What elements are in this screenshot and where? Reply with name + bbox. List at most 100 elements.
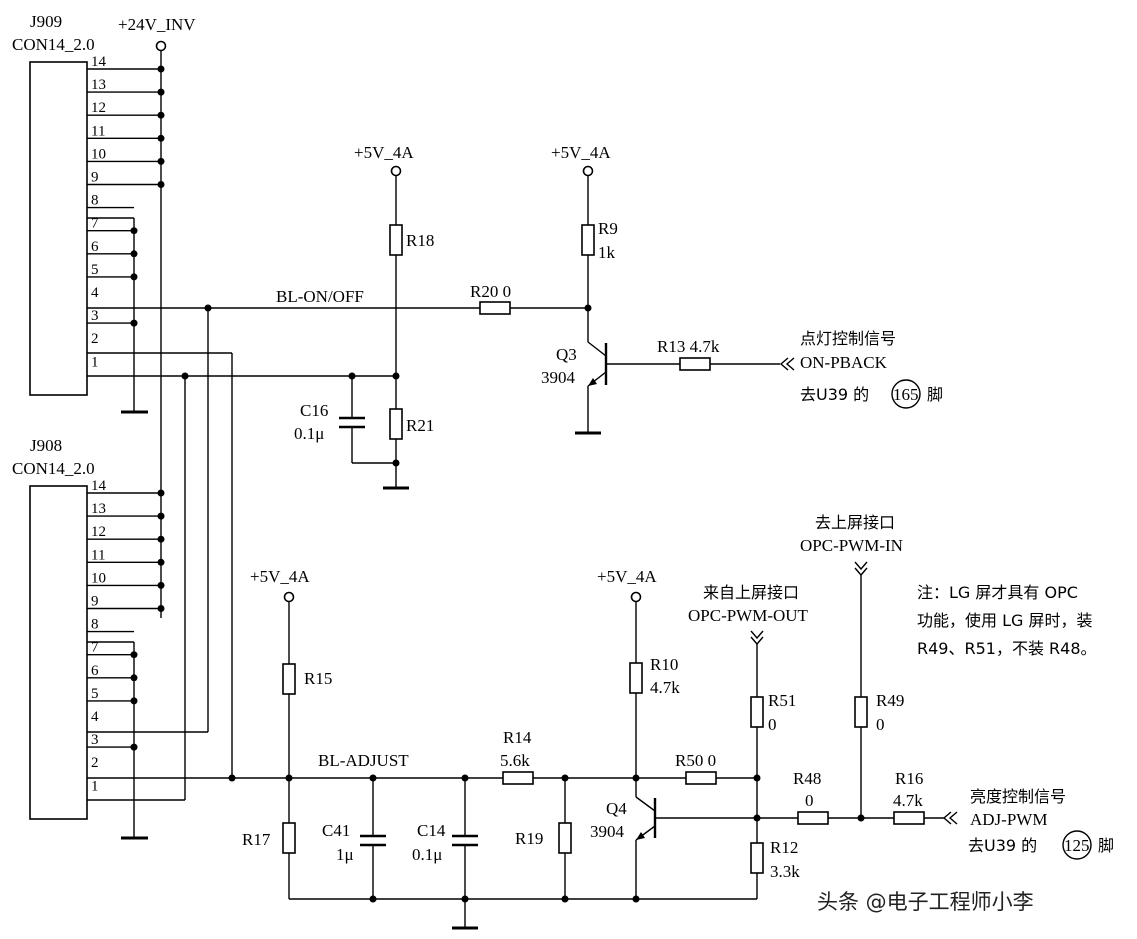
onpback-name: ON-PBACK xyxy=(800,353,888,372)
cross-wires xyxy=(87,307,503,801)
resistor-r10 xyxy=(629,662,643,694)
r49-value: 0 xyxy=(876,715,885,734)
j909-pin-label: 8 xyxy=(91,193,99,209)
resistor-r18 xyxy=(389,224,403,256)
junction-dot xyxy=(753,814,761,822)
j908-pin-label: 2 xyxy=(91,755,99,771)
resistor-r15 xyxy=(282,663,296,695)
junction-dot xyxy=(285,774,293,782)
junction-dot xyxy=(348,372,356,380)
bl-adjust-label: BL-ADJUST xyxy=(318,751,409,770)
r10-value: 4.7k xyxy=(650,678,680,697)
j908-pin-label: 12 xyxy=(91,524,106,540)
r12-ref: R12 xyxy=(770,838,798,857)
c16-value: 0.1μ xyxy=(294,424,324,443)
adjpwm-dest-prefix: 去U39 的 xyxy=(968,836,1037,855)
j909-pin-label: 12 xyxy=(91,100,106,116)
j908-ref: J908 xyxy=(30,436,62,455)
junction-dot xyxy=(181,372,189,380)
r51-ref: R51 xyxy=(768,691,796,710)
j908-type: CON14_2.0 xyxy=(12,459,95,478)
opc-in-arrow-1 xyxy=(854,561,868,571)
resistor-r16 xyxy=(893,811,925,825)
r10-supply-label: +5V_4A xyxy=(597,567,657,586)
r9-supply-label: +5V_4A xyxy=(551,143,611,162)
c14-ref: C14 xyxy=(417,821,446,840)
onpback-dest-prefix: 去U39 的 xyxy=(800,385,869,404)
c16-ref: C16 xyxy=(300,401,328,420)
adjpwm-cn-label: 亮度控制信号 xyxy=(970,787,1066,806)
j909-pin-label: 7 xyxy=(91,216,99,232)
q3-section: R20 0 +5V_4A R9 1k Q3 3904 R13 4.7k 点灯控制… xyxy=(470,143,943,435)
onpback-cn-label: 点灯控制信号 xyxy=(800,329,896,348)
opc-in-cn-label: 去上屏接口 xyxy=(815,513,895,532)
junction-dot xyxy=(369,774,377,782)
j908-pin-label: 9 xyxy=(91,594,99,610)
resistor-r17 xyxy=(282,822,296,854)
j908-pin-label: 5 xyxy=(91,686,99,702)
note-block: 注：LG 屏才具有 OPC 功能，使用 LG 屏时，装 R49、R51，不装 R… xyxy=(917,583,1097,658)
r16-value: 4.7k xyxy=(893,791,923,810)
c41-ref: C41 xyxy=(322,821,350,840)
j908-pin-label: 11 xyxy=(91,547,105,563)
junction-dot xyxy=(228,774,236,782)
resistor-r19 xyxy=(558,822,572,854)
r10-ref: R10 xyxy=(650,655,678,674)
j908-pin-label: 6 xyxy=(91,663,99,679)
onpback-dest-suffix: 脚 xyxy=(927,385,943,404)
junction-dot xyxy=(369,895,377,903)
r50-ref: R50 0 xyxy=(675,751,716,770)
junction-dot xyxy=(204,304,212,312)
junction-dot xyxy=(461,774,469,782)
j909-pin-label: 6 xyxy=(91,239,99,255)
opc-out-name: OPC-PWM-OUT xyxy=(688,606,809,625)
r12-value: 3.3k xyxy=(770,862,800,881)
c41-value: 1μ xyxy=(336,845,354,864)
q3-value: 3904 xyxy=(541,368,576,387)
q4-emitter-arrow xyxy=(636,832,645,840)
j909-type: CON14_2.0 xyxy=(12,35,95,54)
junction-dot xyxy=(632,774,640,782)
j909-ground-bus xyxy=(87,217,148,414)
transistor-q3 xyxy=(587,341,680,387)
r14-ref: R14 xyxy=(503,728,532,747)
r18-ref: R18 xyxy=(406,231,434,250)
j908-pin-label: 3 xyxy=(91,732,99,748)
adjpwm-pin: 125 xyxy=(1064,836,1090,855)
onpback-pin: 165 xyxy=(893,385,919,404)
resistor-r13 xyxy=(679,357,711,371)
j909-ref: J909 xyxy=(30,12,62,31)
j908-pin-label: 10 xyxy=(91,570,106,586)
junction-dot xyxy=(461,895,469,903)
onpback-pin-circle xyxy=(891,379,921,409)
note-line-2: 功能，使用 LG 屏时，装 xyxy=(917,611,1093,630)
adjpwm-pin-circle xyxy=(1062,830,1092,860)
junction-dot xyxy=(584,304,592,312)
j909-pin-label: 2 xyxy=(91,331,99,347)
r18-r21-c16-section: +5V_4A R18 R21 C16 0.1μ BL-ON/OFF xyxy=(276,143,434,490)
transistor-q4 xyxy=(635,796,798,841)
j909-pin-label: 14 xyxy=(91,54,107,70)
q4-ref: Q4 xyxy=(606,799,627,818)
j908-pin-label: 14 xyxy=(91,478,107,494)
onpback-arrow-1 xyxy=(779,357,789,371)
resistor-r12 xyxy=(750,842,764,874)
r16-ref: R16 xyxy=(895,769,923,788)
resistor-r9 xyxy=(581,224,595,256)
opc-out-cn-label: 来自上屏接口 xyxy=(703,583,799,602)
r10-supply-terminal xyxy=(630,591,642,603)
resistor-r21 xyxy=(389,408,403,440)
opc-out-arrow-1 xyxy=(750,630,764,640)
adjpwm-name: ADJ-PWM xyxy=(970,810,1047,829)
v24-terminal xyxy=(155,40,167,52)
j909-pin-label: 3 xyxy=(91,308,99,324)
r9-ref: R9 xyxy=(598,219,618,238)
j909-pin-label: 4 xyxy=(91,285,99,301)
j909-body xyxy=(29,61,88,396)
junction-dot xyxy=(392,459,400,467)
r20-ref: R20 0 xyxy=(470,282,511,301)
r19-ref: R19 xyxy=(515,829,543,848)
r17-ref: R17 xyxy=(242,830,271,849)
